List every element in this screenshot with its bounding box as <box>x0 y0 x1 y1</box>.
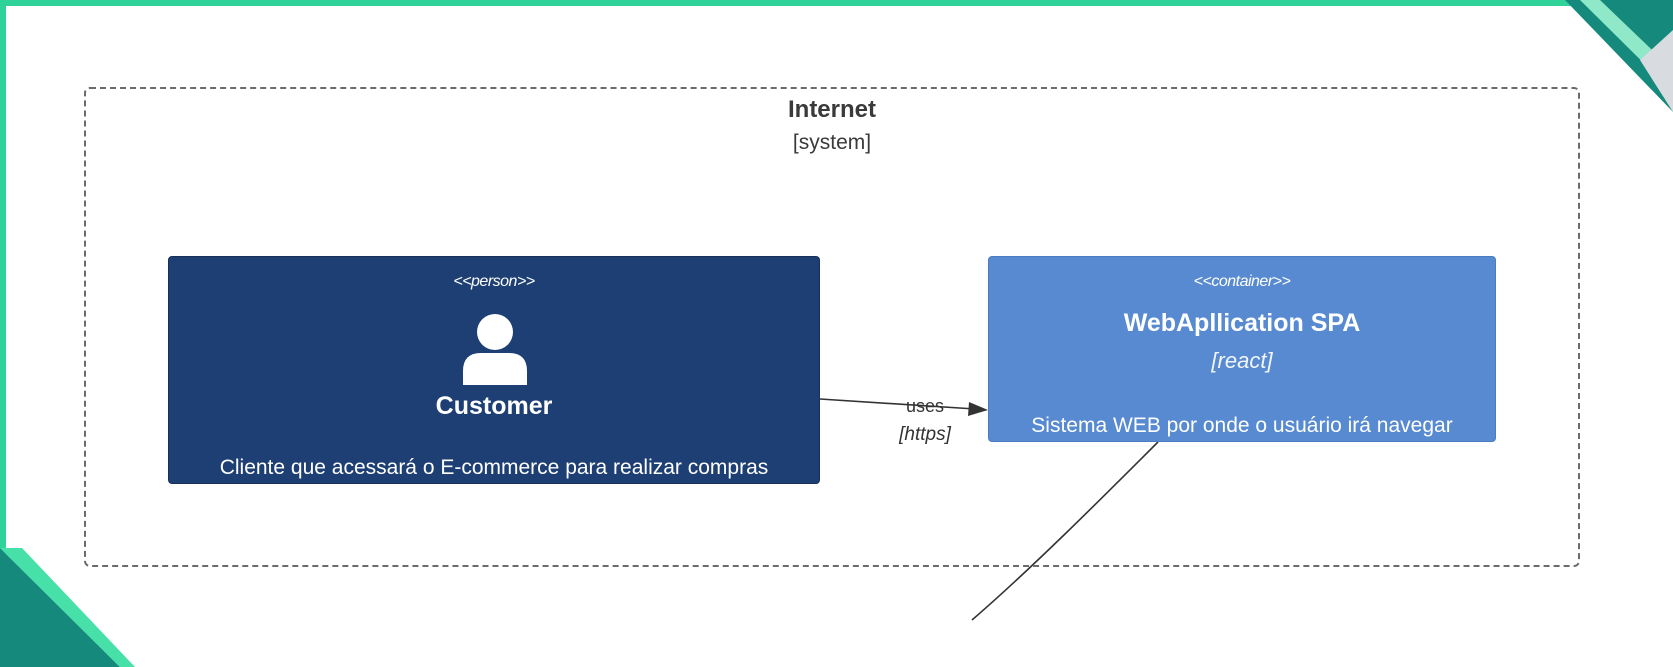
webapp-node[interactable]: <<container>> WebApllication SPA [react]… <box>988 256 1496 442</box>
customer-node[interactable]: <<person>> Customer Cliente que acessará… <box>168 256 820 484</box>
relation-arrow-line <box>819 398 976 410</box>
top-accent-bar <box>0 0 1673 6</box>
webapp-name: WebApllication SPA <box>1123 309 1361 337</box>
webapp-description: Sistema WEB por onde o usuário irá naveg… <box>1031 414 1453 437</box>
relation-technology: [https] <box>899 424 951 445</box>
customer-description: Cliente que acessará o E-commerce para r… <box>219 456 769 479</box>
bottom-left-corner-stripe <box>0 548 135 667</box>
webapp-technology: [react] <box>1211 348 1273 373</box>
customer-stereotype: <<person>> <box>453 273 535 290</box>
system-boundary: Internet [system] <box>84 87 1580 567</box>
relation-arrowhead <box>968 402 988 416</box>
outgoing-connector-line <box>971 441 1159 621</box>
left-accent-bar <box>0 0 6 560</box>
person-icon <box>463 314 527 385</box>
customer-name: Customer <box>435 392 553 420</box>
boundary-type: [system] <box>792 131 872 154</box>
top-right-corner-grey-shape <box>1640 30 1673 112</box>
relation-label: uses <box>905 396 945 416</box>
webapp-stereotype: <<container>> <box>1193 273 1291 290</box>
top-right-corner-shape <box>1565 0 1673 112</box>
boundary-title: Internet <box>787 96 876 123</box>
